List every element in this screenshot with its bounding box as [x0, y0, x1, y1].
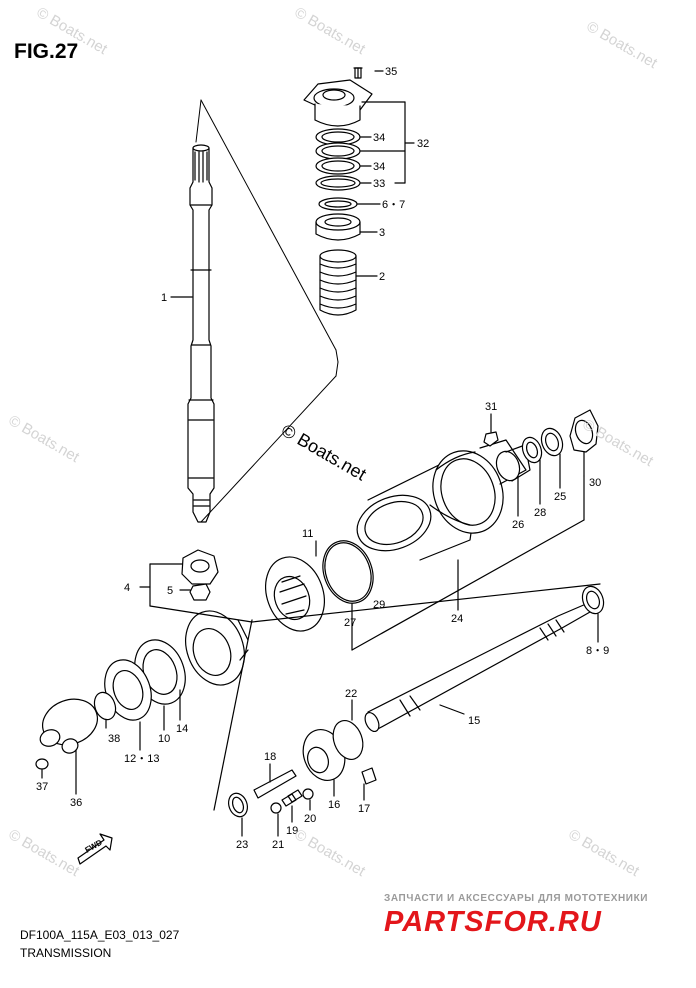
- callout-20: 20: [304, 813, 316, 825]
- callout-3: 3: [379, 227, 385, 239]
- section-name: TRANSMISSION: [20, 946, 112, 960]
- callout-29: 29: [373, 599, 385, 611]
- brand-tagline: ЗАПЧАСТИ И АКСЕССУАРЫ ДЛЯ МОТОТЕХНИКИ: [384, 893, 649, 904]
- tapered-bearing-3: [315, 213, 361, 241]
- callout-2: 2: [379, 271, 385, 283]
- callout-6-7: 6・7: [382, 199, 405, 211]
- callout-12-13: 12・13: [124, 753, 159, 765]
- callout-27: 27: [344, 617, 356, 629]
- callout-4: 4: [124, 582, 130, 594]
- callout-32: 32: [417, 138, 429, 150]
- pin-17: [361, 767, 377, 785]
- callout-30: 30: [589, 477, 601, 489]
- figure-title: FIG.27: [14, 40, 79, 63]
- callout-19: 19: [286, 825, 298, 837]
- spring-23: [227, 792, 249, 818]
- callout-17: 17: [358, 803, 370, 815]
- ball-21: [270, 802, 282, 814]
- push-rod-18: [253, 769, 297, 799]
- bearing-housing-36: [39, 698, 98, 754]
- callout-25: 25: [554, 491, 566, 503]
- callout-36: 36: [70, 797, 82, 809]
- callout-11: 11: [302, 528, 313, 540]
- nut-5: [189, 583, 211, 601]
- callout-1: 1: [161, 292, 167, 304]
- callout-21: 21: [272, 839, 284, 851]
- ball-20: [302, 788, 314, 800]
- callout-35: 35: [385, 66, 397, 78]
- shim-rings: [315, 128, 361, 211]
- callout-33: 33: [373, 178, 385, 190]
- drive-shaft-part: [187, 144, 215, 523]
- callout-14: 14: [176, 723, 188, 735]
- bolt-31: [483, 431, 499, 447]
- retainer-30: [569, 409, 599, 453]
- callout-22: 22: [345, 688, 357, 700]
- callout-37: 37: [36, 781, 48, 793]
- reverse-gear-14: [185, 610, 249, 686]
- callout-8-9: 8・9: [586, 645, 609, 657]
- fwd-arrow-icon: [77, 833, 113, 865]
- callout-28: 28: [534, 507, 546, 519]
- callout-38: 38: [108, 733, 120, 745]
- forward-gear-11: [265, 556, 325, 632]
- pin-37: [35, 758, 49, 770]
- o-ring-29: [322, 540, 374, 604]
- brand-logo: PARTSFOR.RU: [384, 906, 602, 938]
- spring-19: [281, 789, 303, 807]
- propeller-shaft-housing: [356, 439, 527, 561]
- seal-28: [521, 436, 543, 464]
- callout-31: 31: [485, 401, 497, 413]
- callout-15: 15: [468, 715, 480, 727]
- needle-bearing-2: [319, 249, 357, 316]
- bearing-housing-part: [303, 67, 373, 127]
- pinion-gear-4: [181, 549, 219, 585]
- callout-16: 16: [328, 799, 340, 811]
- ring-22: [332, 720, 364, 760]
- shim-89: [581, 585, 605, 615]
- callout-26: 26: [512, 519, 524, 531]
- model-code: DF100A_115A_E03_013_027: [20, 928, 180, 942]
- callout-10: 10: [158, 733, 170, 745]
- seal-25: [540, 427, 564, 457]
- callout-24: 24: [451, 613, 463, 625]
- callout-labels: 35 34 32 34 33 6・7 3 2 1 31 11 4 5 26 28…: [36, 66, 609, 851]
- callout-18: 18: [264, 751, 276, 763]
- callout-23: 23: [236, 839, 248, 851]
- callout-34-upper: 34: [373, 132, 385, 144]
- callout-34-lower: 34: [373, 161, 385, 173]
- callout-5: 5: [167, 585, 173, 597]
